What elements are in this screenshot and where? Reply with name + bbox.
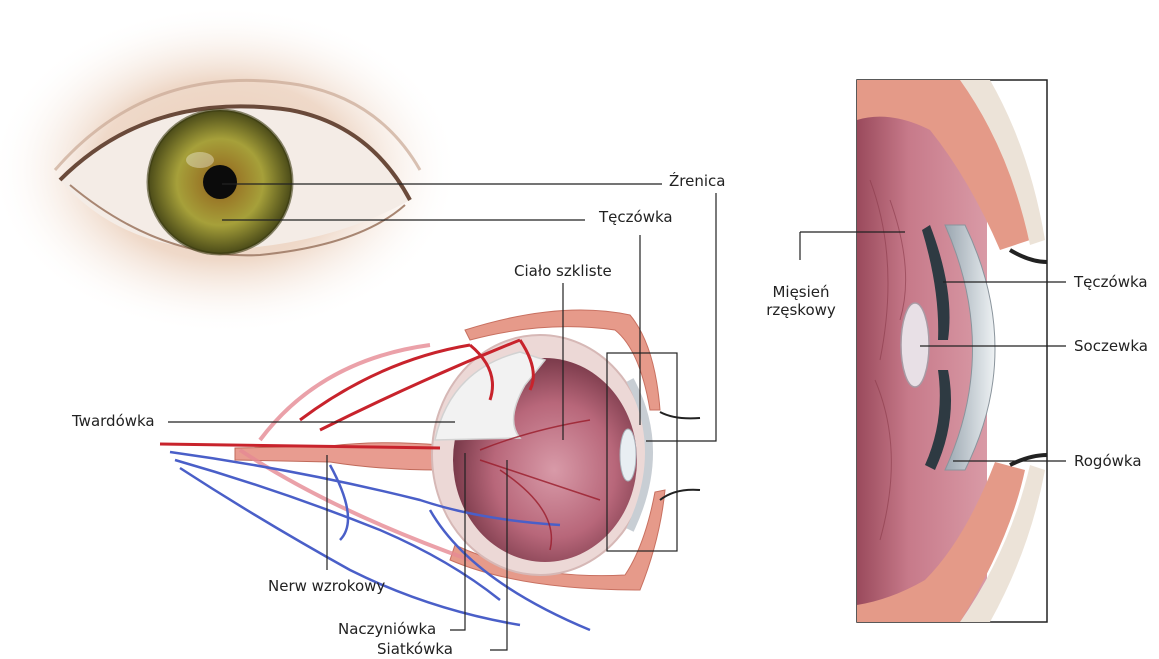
eyeball-cross-section bbox=[160, 310, 700, 630]
label-iris-detail: Tęczówka bbox=[1074, 273, 1148, 291]
external-eye-illustration bbox=[0, 5, 460, 335]
label-cornea: Rogówka bbox=[1074, 452, 1142, 470]
label-ciliary-muscle-line2: rzęskowy bbox=[754, 301, 848, 319]
label-pupil: Źrenica bbox=[669, 172, 725, 190]
magnified-inset bbox=[857, 80, 1047, 622]
label-ciliary-muscle: Mięsień rzęskowy bbox=[754, 283, 848, 319]
label-retina: Siatkówka bbox=[377, 640, 453, 658]
label-sclera: Twardówka bbox=[72, 412, 155, 430]
label-vitreous-body: Ciało szkliste bbox=[514, 262, 612, 280]
label-ciliary-muscle-line1: Mięsień bbox=[754, 283, 848, 301]
label-iris: Tęczówka bbox=[599, 208, 673, 226]
label-optic-nerve: Nerw wzrokowy bbox=[268, 577, 385, 595]
label-lens: Soczewka bbox=[1074, 337, 1148, 355]
label-choroid: Naczyniówka bbox=[338, 620, 436, 638]
